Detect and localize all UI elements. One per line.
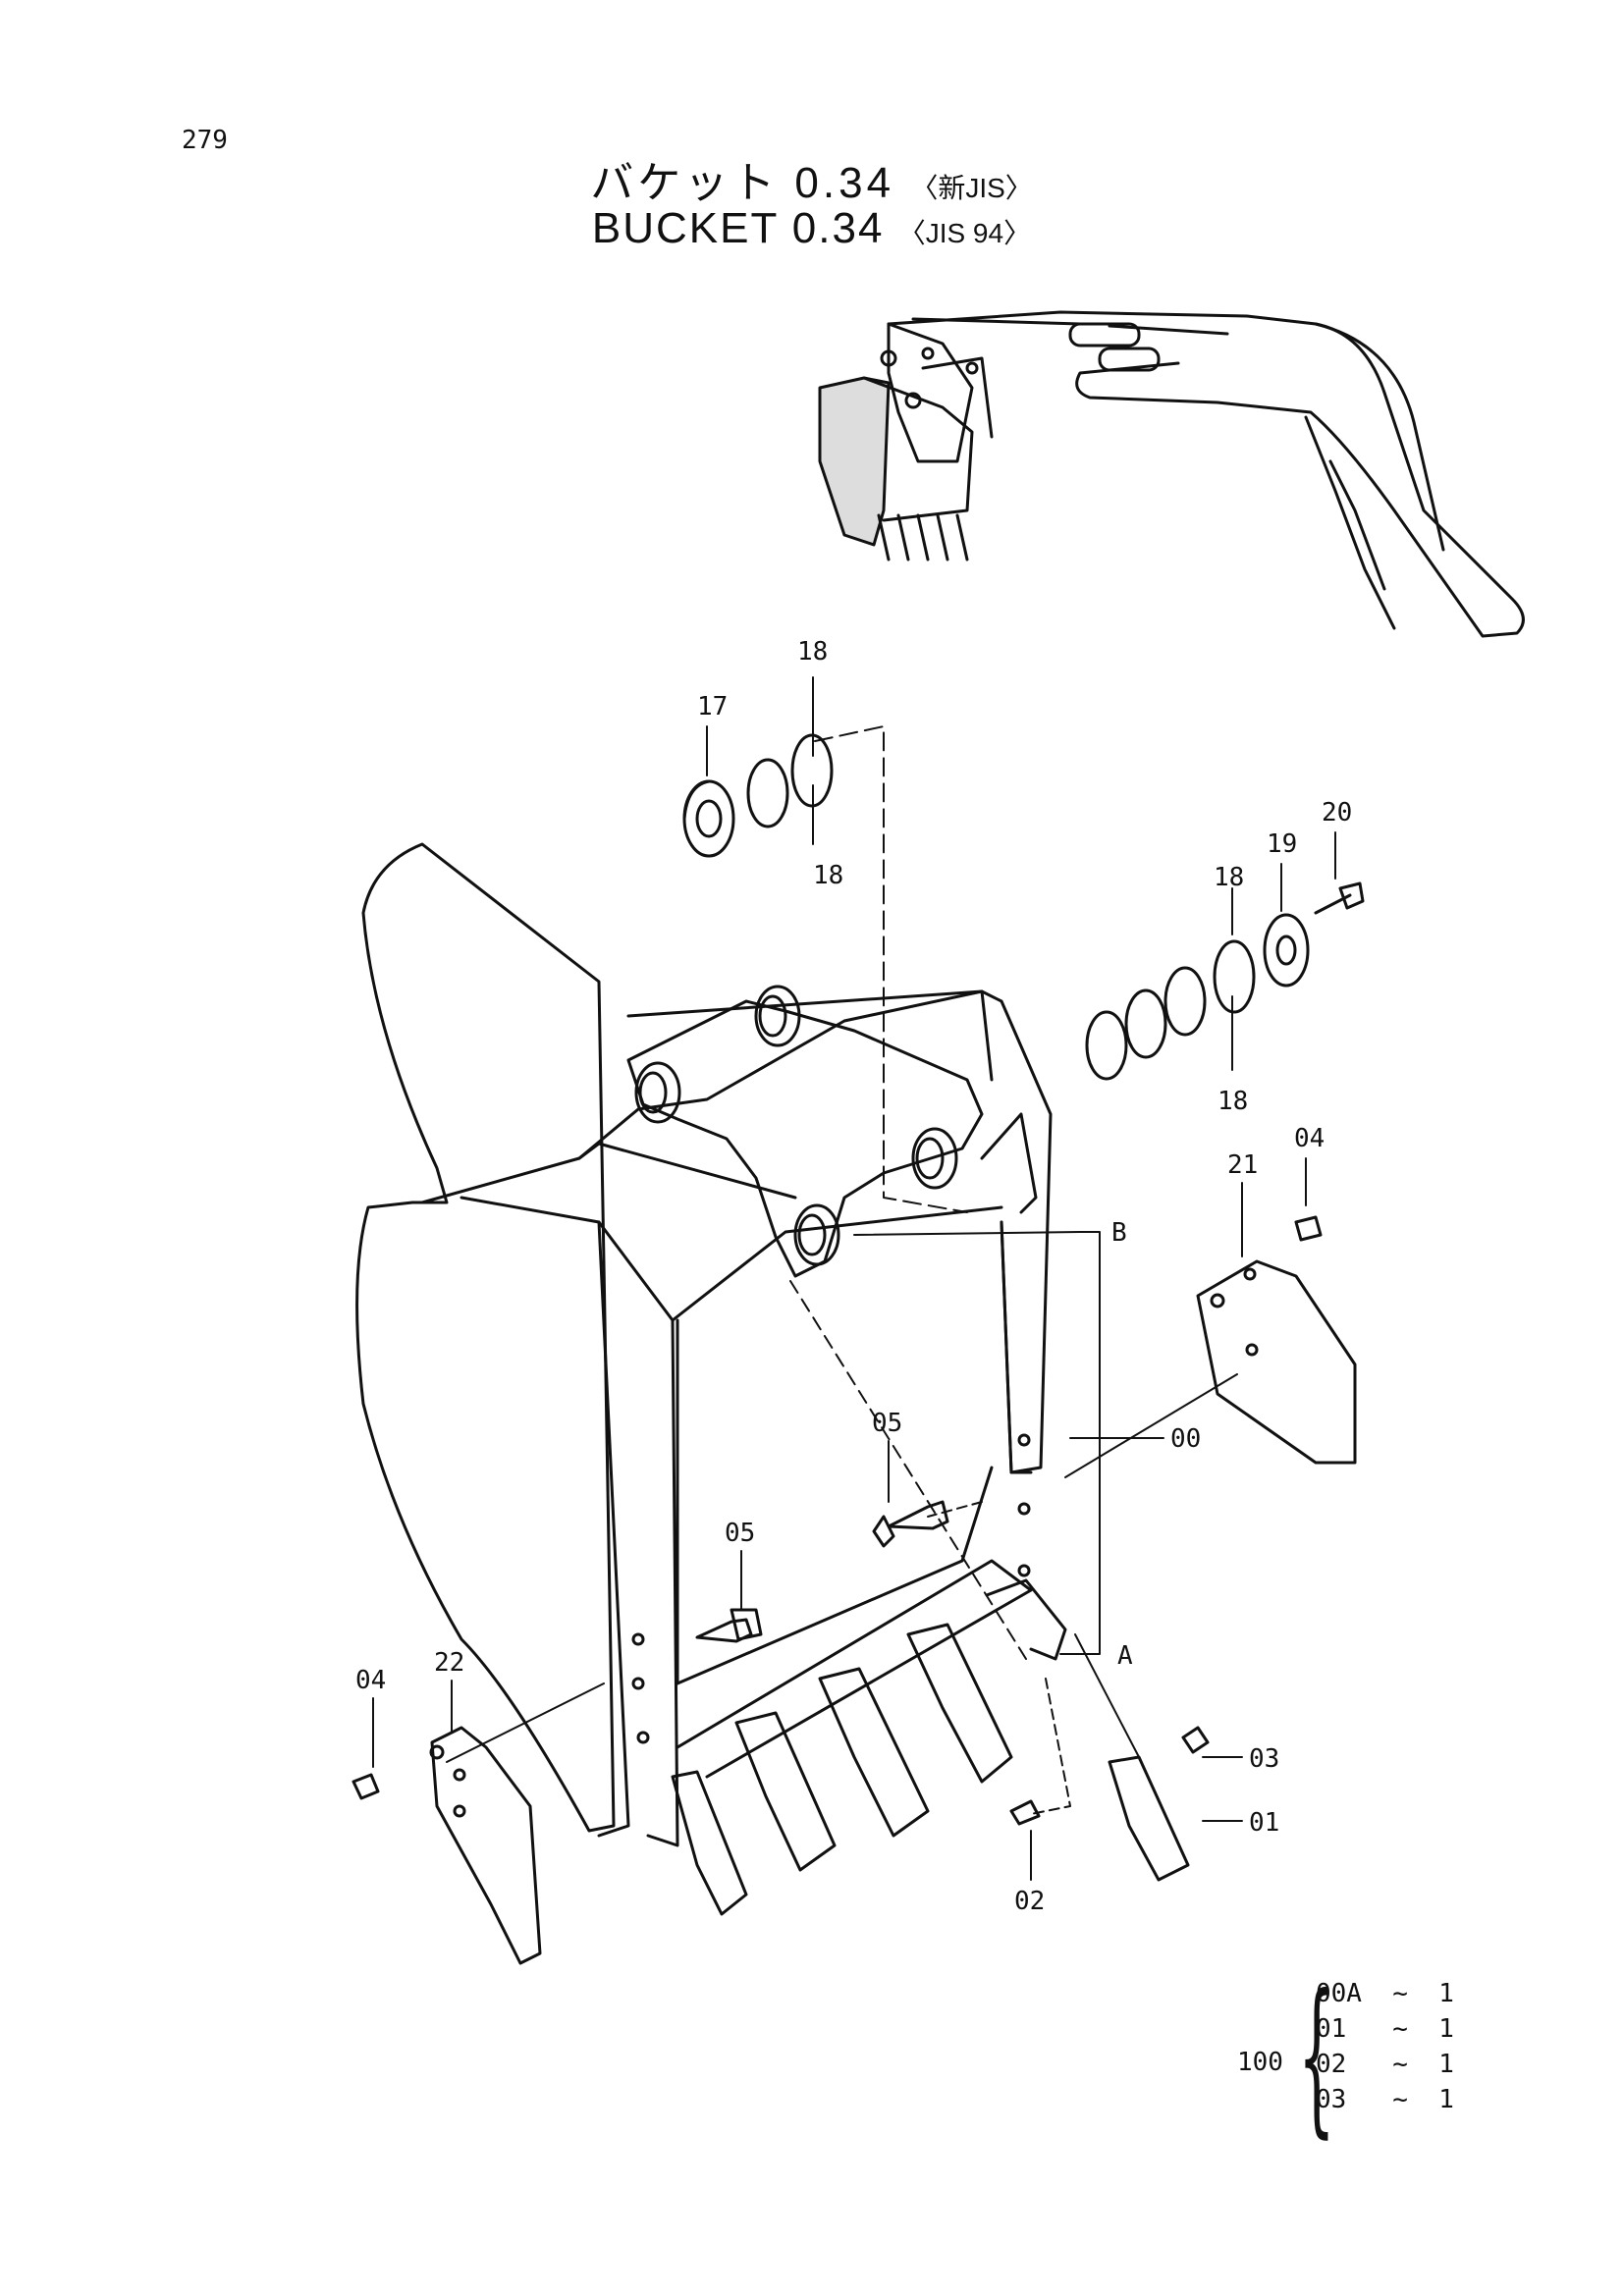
bolt-05-upper — [872, 1500, 949, 1548]
callout-04-right: 04 — [1294, 1124, 1325, 1153]
callout-00: 00 — [1170, 1424, 1201, 1454]
side-cutter-right — [1196, 1259, 1357, 1465]
callout-18-right-bottom: 18 — [1217, 1087, 1248, 1116]
kit-brace: { — [1298, 1959, 1335, 2154]
callout-22: 22 — [434, 1648, 464, 1678]
kit-part: 03 — [1316, 2085, 1347, 2114]
title-en-main: BUCKET 0.34 — [591, 204, 885, 252]
callout-18-right-top: 18 — [1214, 863, 1244, 892]
kit-qty: 1 — [1438, 2014, 1454, 2044]
bolt-20 — [1314, 881, 1365, 915]
page-title-en: BUCKET 0.34 〈JIS 94〉 — [0, 204, 1623, 253]
title-jp-main: バケット 0.34 — [590, 159, 895, 207]
callout-05-upper: 05 — [872, 1409, 902, 1438]
title-en-standard: 〈JIS 94〉 — [897, 218, 1032, 248]
callout-02: 02 — [1014, 1887, 1045, 1916]
callout-03: 03 — [1249, 1744, 1279, 1774]
kit-row: 00A ~ 1 — [1316, 1979, 1454, 2008]
kit-list: 00A ~ 1 01 ~ 1 02 ~ 1 03 ~ 1 — [1316, 1979, 1454, 2120]
kit-part: 02 — [1316, 2050, 1347, 2079]
callout-01: 01 — [1249, 1808, 1279, 1838]
shims-lower — [1085, 913, 1310, 1081]
callout-20: 20 — [1322, 798, 1352, 828]
kit-row: 03 ~ 1 — [1316, 2085, 1454, 2114]
kit-part: 00A — [1316, 1979, 1362, 2008]
kit-row: 01 ~ 1 — [1316, 2014, 1454, 2044]
callout-18-mid: 18 — [813, 861, 843, 890]
bucket-teeth — [671, 1578, 1190, 1916]
nut-04-right — [1294, 1215, 1323, 1242]
callout-A: A — [1117, 1641, 1133, 1671]
pin-03 — [1181, 1726, 1210, 1754]
kit-part: 01 — [1316, 2014, 1347, 2044]
callout-17: 17 — [697, 692, 728, 721]
page-number: 279 — [182, 126, 228, 155]
title-jp-standard: 〈新JIS〉 — [910, 173, 1033, 203]
nut-04-left — [352, 1773, 380, 1800]
bucket-body — [355, 842, 1053, 1847]
kit-row: 02 ~ 1 — [1316, 2050, 1454, 2079]
kit-number: 100 — [1237, 2048, 1283, 2077]
kit-qty: 1 — [1438, 2085, 1454, 2114]
page-title-jp: バケット 0.34 〈新JIS〉 — [0, 147, 1623, 210]
callout-04-left: 04 — [355, 1666, 386, 1695]
kit-qty: 1 — [1438, 1979, 1454, 2008]
excavator-arm-illustration — [818, 310, 1525, 638]
callout-B: B — [1111, 1218, 1127, 1248]
pin-02 — [1009, 1799, 1041, 1826]
callout-18-top: 18 — [797, 637, 828, 667]
bolt-05-lower — [695, 1608, 763, 1643]
kit-qty: 1 — [1438, 2050, 1454, 2079]
side-cutter-left — [429, 1726, 542, 1965]
callout-21: 21 — [1227, 1150, 1258, 1180]
callout-19: 19 — [1267, 829, 1297, 859]
callout-05-lower: 05 — [725, 1519, 755, 1548]
